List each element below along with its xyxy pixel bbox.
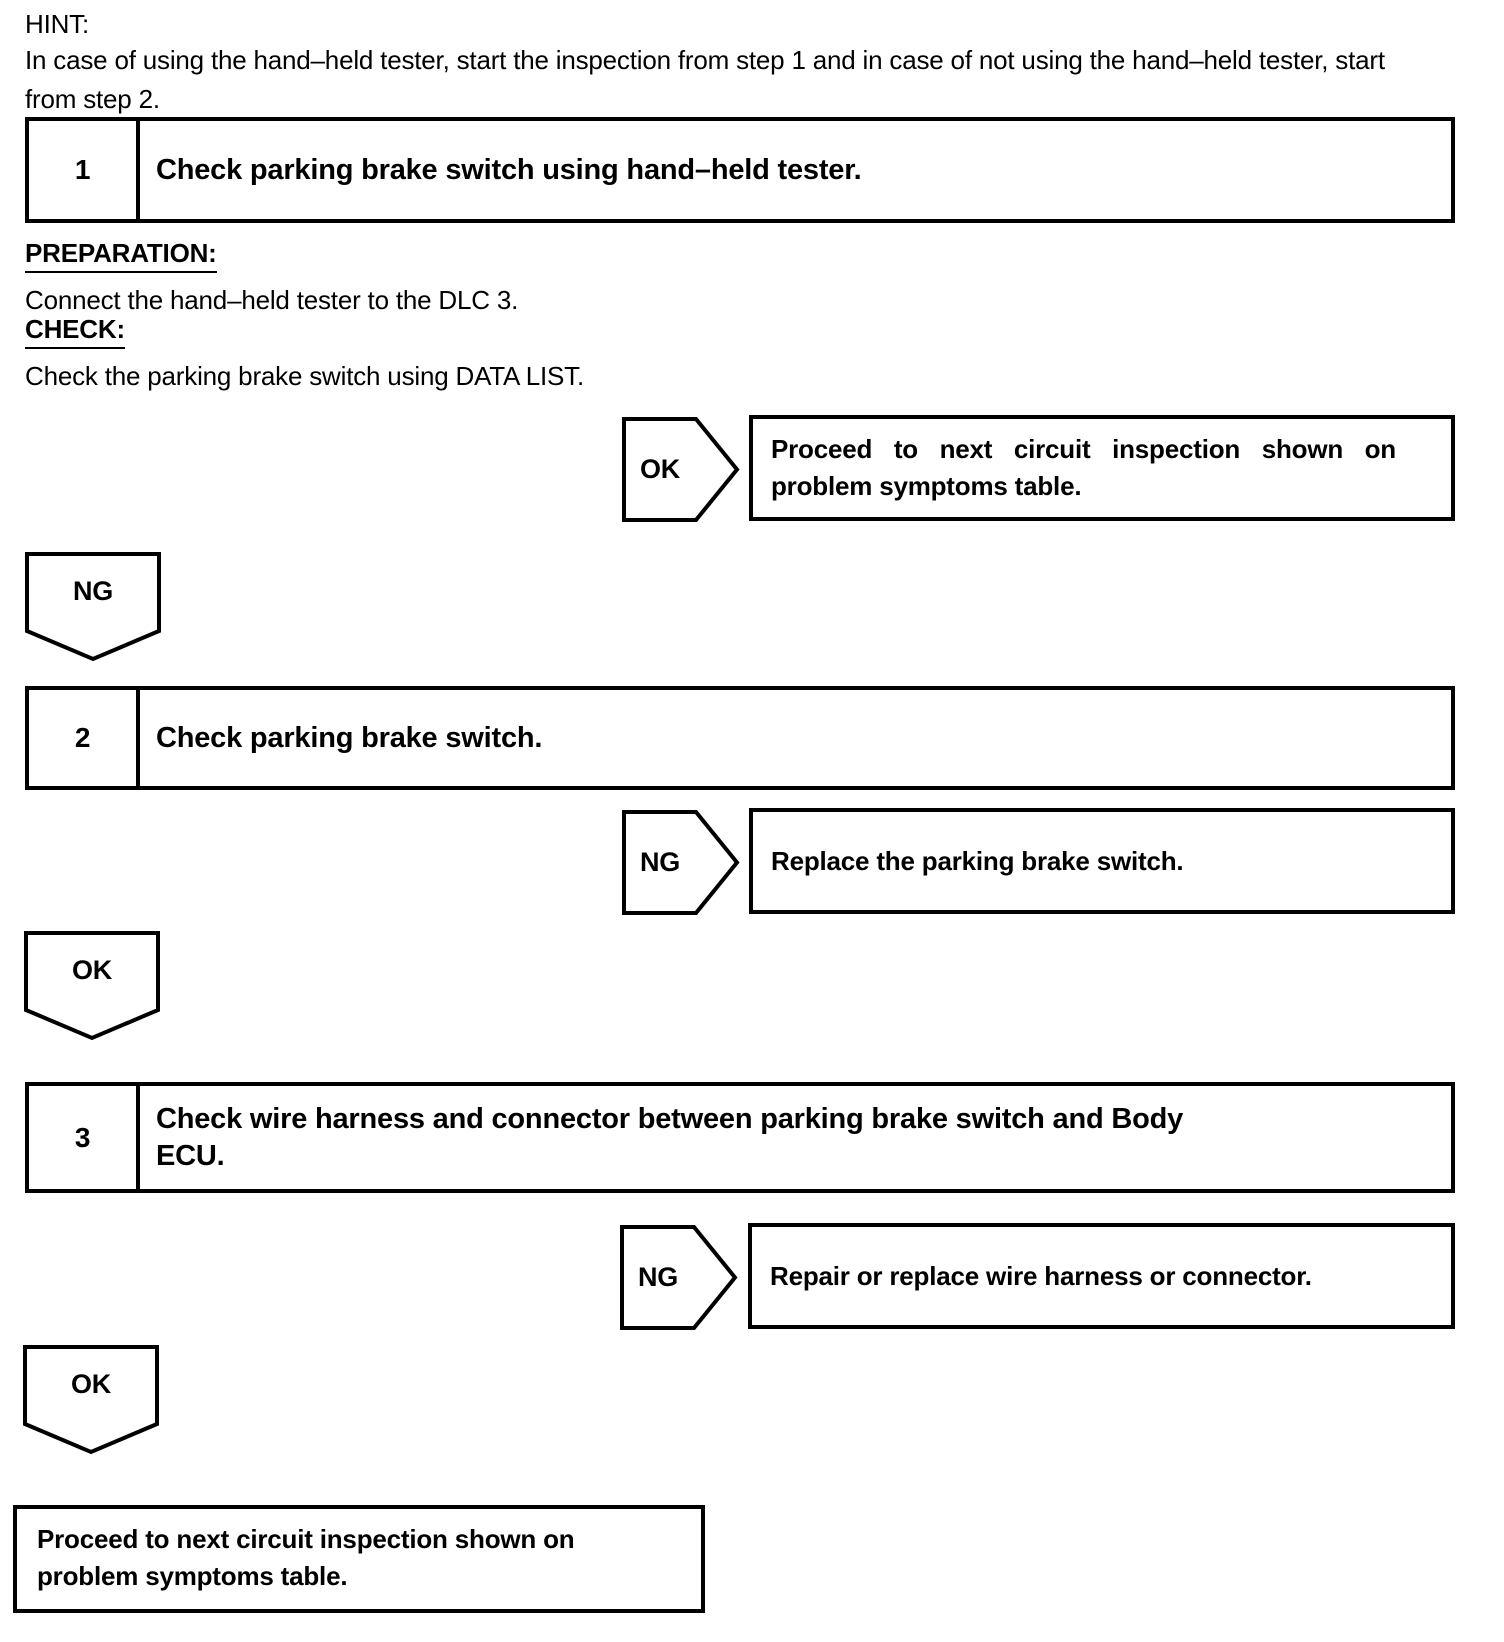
check-text: Check the parking brake switch using DAT… (25, 361, 585, 391)
step-3-number: 3 (29, 1086, 140, 1189)
step-2-ok-connector: OK (24, 931, 160, 1041)
step-1-ok-branch-tag: OK (622, 417, 740, 522)
check-label: CHECK: (25, 314, 125, 349)
right-arrow-shape (622, 810, 740, 915)
ng-tag-text: NG (72, 576, 114, 606)
preparation-label-row: PREPARATION: (25, 238, 217, 273)
step-2-box: 2 Check parking brake switch. (25, 686, 1455, 790)
down-arrow-shape (23, 1345, 159, 1455)
step-1-number: 1 (29, 121, 140, 219)
step-3-ng-result-box: Repair or replace wire harness or connec… (748, 1223, 1455, 1329)
step-2-number: 2 (29, 690, 140, 786)
down-arrow-shape (24, 931, 160, 1041)
preparation-label: PREPARATION: (25, 238, 217, 273)
right-arrow-shape (622, 417, 740, 522)
preparation-text: Connect the hand–held tester to the DLC … (25, 285, 519, 315)
hint-label: HINT: (25, 9, 90, 39)
step-2-ng-result-box: Replace the parking brake switch. (749, 808, 1455, 914)
down-arrow-shape (25, 552, 161, 662)
step-1-ng-connector: NG (25, 552, 161, 662)
ok-tag-text: OK (70, 1369, 112, 1399)
step-2-title: Check parking brake switch. (156, 721, 543, 754)
step-3-ng-branch-tag: NG (620, 1225, 738, 1330)
ok-tag-text: OK (71, 955, 113, 985)
hint-text: In case of using the hand–held tester, s… (25, 45, 1385, 114)
ok-tag-text: OK (639, 454, 681, 484)
step-3-ok-connector: OK (23, 1345, 159, 1455)
step-1-box: 1 Check parking brake switch using hand–… (25, 117, 1455, 223)
step-3-box: 3 Check wire harness and connector betwe… (25, 1082, 1455, 1193)
step-3-title: Check wire harness and connector between… (156, 1102, 1184, 1172)
ng-tag-text: NG (637, 1262, 679, 1292)
final-result-box: Proceed to next circuit inspection shown… (13, 1505, 705, 1613)
step-1-ok-result-box: Proceed to next circuit inspection shown… (749, 415, 1455, 521)
step-1-title: Check parking brake switch using hand–he… (156, 153, 862, 186)
ng-tag-text: NG (639, 847, 681, 877)
step-2-ng-branch-tag: NG (622, 810, 740, 915)
check-label-row: CHECK: (25, 314, 125, 349)
right-arrow-shape (620, 1225, 738, 1330)
